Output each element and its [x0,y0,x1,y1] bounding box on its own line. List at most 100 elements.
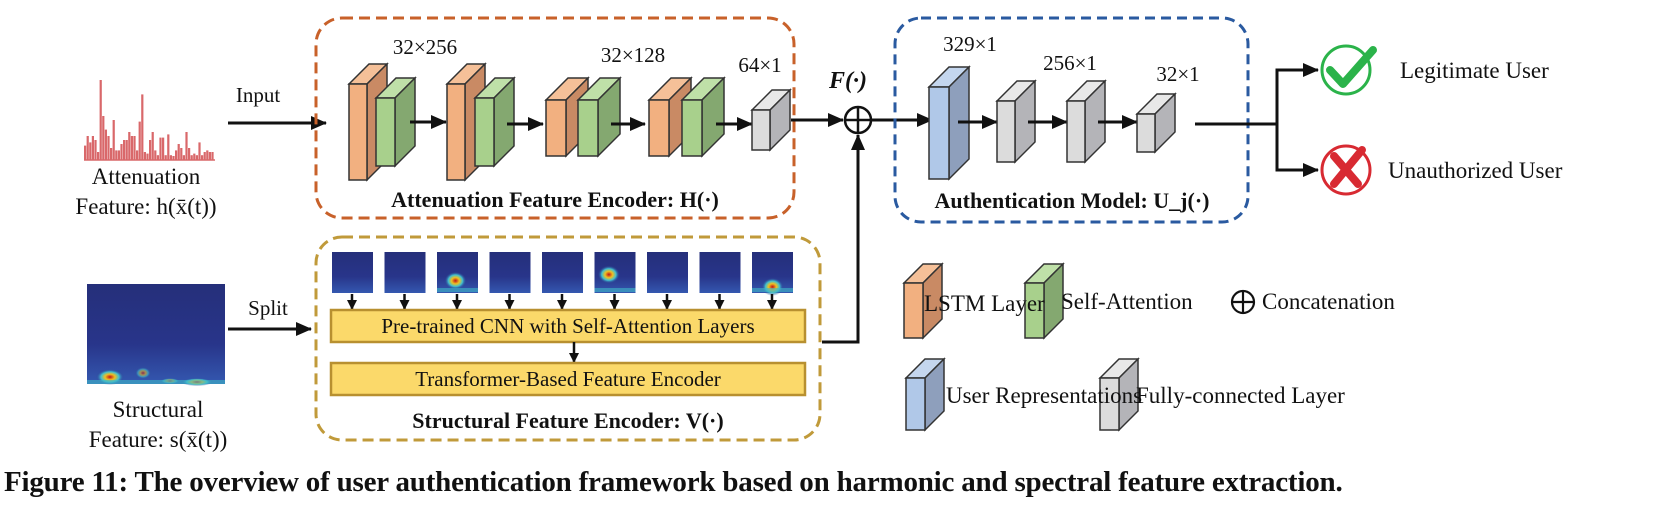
legend-lstm-label: LSTM Layer [924,291,1045,316]
structural-to-concat-arrow [822,134,865,344]
attenuation-bar [193,153,196,160]
cnn-block [329,308,807,344]
attenuation-bar [180,148,183,160]
legit-branch-arrow [1275,63,1319,124]
attenuation-bar [128,132,131,160]
attenuation-bar [110,148,113,160]
dim-label-32x1: 32×1 [1156,62,1199,86]
attenuation-bar [151,132,154,160]
spectrogram-tile [489,252,531,310]
concat-label: F(·) [828,68,867,94]
attenuation-bar [203,152,206,160]
attenuation-bar [159,137,162,160]
attenuation-bar [84,145,87,160]
attenuation-bar [162,137,165,160]
legend-fc-label: Fully-connected Layer [1136,383,1345,408]
attenuation-bar [177,144,180,160]
legend-concat-icon [1230,289,1256,315]
attenuation-bar [97,152,100,160]
self-attention-block [473,76,516,168]
legend-lstm-icon [902,262,944,340]
dim-label-32x256: 32×256 [393,35,457,59]
legend-fc-icon [1098,357,1140,432]
figure-caption: Figure 11: The overview of user authenti… [4,466,1343,498]
check-icon [1320,44,1377,96]
attenuation-bar [201,155,204,160]
self-attention-block [576,76,622,158]
legend-user-repr-label: User Representations [946,383,1142,408]
attenuation-bar [115,150,118,160]
spectrogram-tile [647,252,688,310]
attenuation-bar [164,155,167,160]
dim-label-64x1: 64×1 [738,53,781,77]
attenuation-bar [91,136,95,160]
legend-self-attention-label: Self-Attention [1061,289,1193,314]
attenuation-encoder-title: Attenuation Feature Encoder: H(·) [391,187,719,212]
cross-icon [1320,144,1372,196]
attenuation-bar [175,150,178,160]
attenuation-bar [208,152,212,160]
self-attention-block [680,76,726,158]
attenuation-bar [141,94,144,160]
structural-encoder-box [314,235,822,442]
self-attention-block [374,76,417,168]
fc-block-32 [1135,92,1177,154]
spectrogram-tile [699,252,741,310]
unauth-branch-arrow [1275,124,1319,177]
attenuation-bar [182,155,186,160]
auth-model-title: Authentication Model: U_j(·) [935,188,1210,213]
unauthorized-user-label: Unauthorized User [1388,158,1563,183]
attenuation-bar [185,132,188,160]
dim-label-256x1: 256×1 [1043,51,1097,75]
legend-self-attention-icon [1023,262,1065,340]
attenuation-bar [195,155,199,160]
attenuation-bar [120,144,123,160]
legitimate-user-label: Legitimate User [1400,58,1549,83]
attenuation-bar [211,152,214,160]
transformer-block [329,361,807,397]
legend-user-repr-icon [904,357,946,432]
attenuation-bar [133,136,136,160]
dim-label-329x1: 329×1 [943,32,997,56]
attenuation-bar [107,136,110,160]
attenuation-bar [149,140,152,160]
concat-icon [843,105,873,135]
attenuation-label-2: Feature: h(x̄(t)) [75,194,216,219]
attenuation-bar [89,142,92,160]
attenuation-bar [143,152,147,160]
auth-model-box [893,16,1250,224]
attenuation-bar [102,116,105,160]
attenuation-feature-plot [84,80,215,161]
attenuation-bar [198,142,201,160]
fc-block-256 [995,79,1037,164]
attenuation-bar [138,121,141,160]
attenuation-bar [125,140,128,160]
dim-label-32x128: 32×128 [601,43,665,67]
attenuation-bar [206,150,209,160]
structural-encoder-title: Structural Feature Encoder: V(·) [412,408,723,433]
spectrogram-tile [437,252,478,310]
attenuation-bar [169,155,173,160]
structural-label-1: Structural [113,397,204,422]
spectrogram-tile [332,252,373,310]
attenuation-label-1: Attenuation [92,164,201,189]
structural-label-2: Feature: s(x̄(t)) [89,427,228,452]
cnn-block-label: Pre-trained CNN with Self-Attention Laye… [381,314,754,338]
spectrogram-tile [752,252,793,310]
attenuation-bar [117,150,121,160]
attenuation-bar [172,156,175,160]
structural-spectrogram [87,284,225,386]
attenuation-bar [99,80,102,160]
attenuation-bar [188,148,191,160]
legend-concatenation-label: Concatenation [1262,289,1395,314]
attenuation-bar [130,136,134,160]
spectrogram-tile [542,252,583,310]
attenuation-bar [190,155,193,160]
spectrogram-tile [594,252,636,310]
attenuation-bar [94,140,97,160]
fc-block-256b [1065,79,1107,164]
attenuation-bar [136,150,139,160]
attenuation-bar [123,140,126,160]
attenuation-bar [104,129,108,160]
